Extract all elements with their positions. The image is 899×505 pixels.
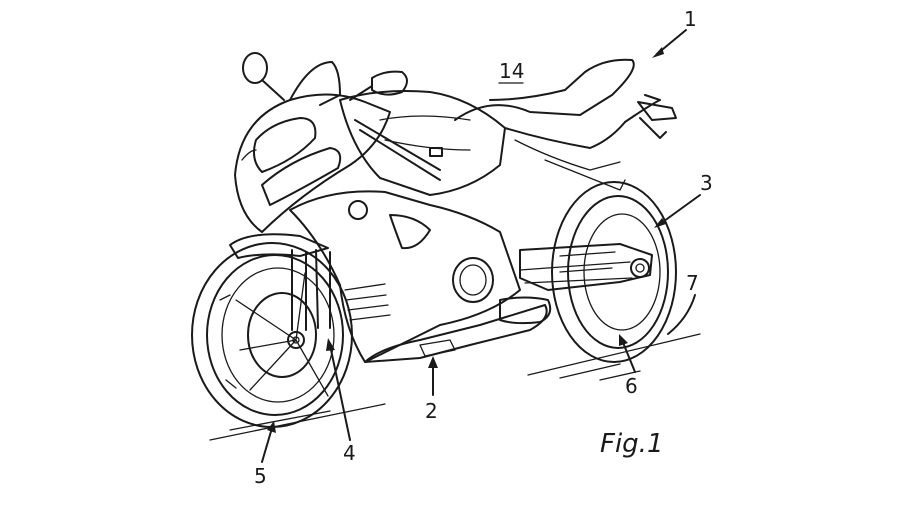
label-5: 5 [254, 464, 267, 488]
front-wheel [191, 242, 353, 428]
label-7: 7 [686, 271, 699, 295]
rear-ground-lines [527, 333, 701, 381]
leader-lines [261, 29, 701, 463]
rear-wheel [551, 181, 677, 363]
right-mirror [349, 70, 408, 101]
chain [519, 261, 633, 284]
label-4: 4 [343, 441, 356, 465]
front-fairing [234, 93, 391, 233]
exhaust [499, 296, 552, 325]
label-14: 14 [499, 59, 524, 83]
figure-caption: Fig.1 [600, 429, 664, 459]
left-mirror [242, 52, 285, 101]
windscreen [289, 61, 341, 106]
label-2: 2 [425, 399, 438, 423]
tail-section [454, 58, 677, 191]
label-3: 3 [700, 171, 713, 195]
label-6: 6 [625, 374, 638, 398]
side-fairing [289, 190, 521, 363]
belly-pan [364, 304, 548, 363]
handlebar [354, 119, 441, 181]
swingarm [519, 243, 653, 291]
fuel-tank [339, 90, 506, 196]
label-1: 1 [684, 7, 697, 31]
